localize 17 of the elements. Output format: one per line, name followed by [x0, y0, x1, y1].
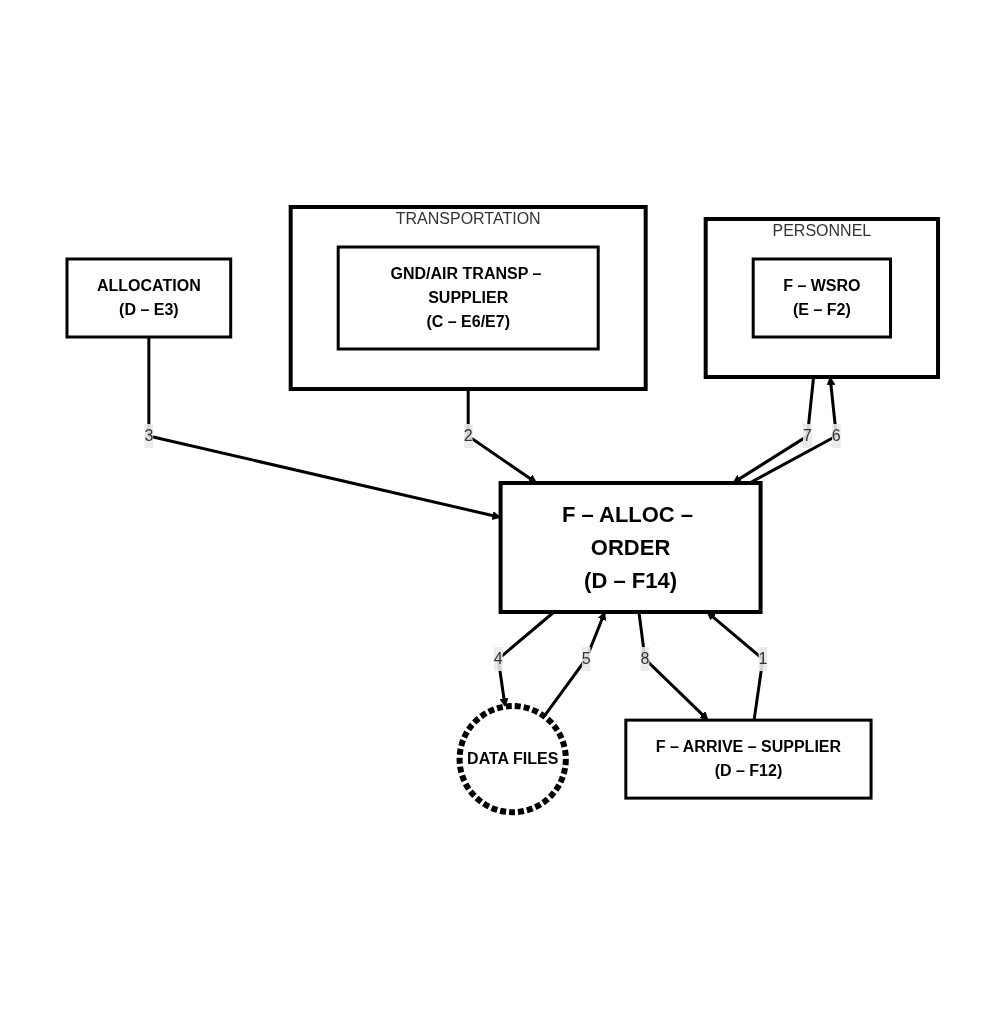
- node-box: F – ARRIVE – SUPPLIER (D – F12): [624, 719, 873, 800]
- arrow: [637, 612, 709, 721]
- edge-label: 2: [463, 427, 473, 445]
- node-circle: DATA FILES: [456, 703, 569, 816]
- node-box: ALLOCATION (D – E3): [65, 257, 233, 339]
- edge-label: 7: [802, 427, 812, 445]
- edge-label: 4: [493, 650, 503, 668]
- edge-label: 8: [640, 650, 650, 668]
- node-box: F – WSRO (E – F2): [751, 257, 892, 339]
- edge-label: 6: [831, 427, 841, 445]
- edge-label: 1: [758, 650, 768, 668]
- node-box: F – ALLOC – ORDER (D – F14): [498, 481, 763, 615]
- edge-label: 3: [144, 427, 154, 445]
- arrow: [732, 377, 816, 484]
- arrow: [466, 389, 537, 484]
- edge-label: 5: [581, 650, 591, 668]
- node-box: GND/AIR TRANSP – SUPPLIER (C – E6/E7): [336, 245, 600, 351]
